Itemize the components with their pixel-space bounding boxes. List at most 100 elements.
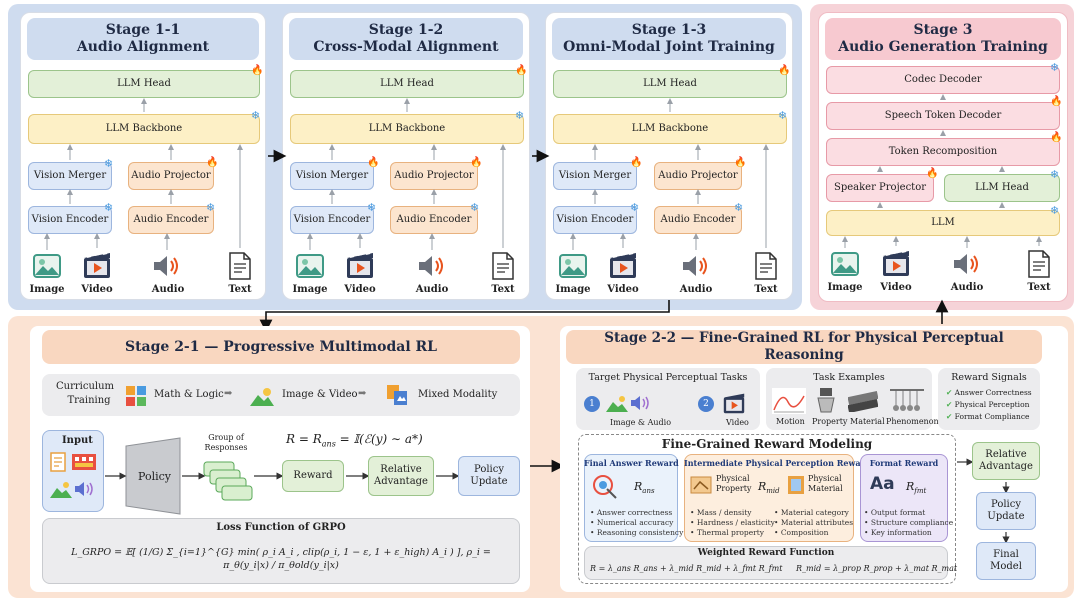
s13-audio-projector: Audio Projector	[654, 162, 742, 190]
stage2-1-title: Stage 2-1 — Progressive Multimodal RL	[42, 330, 520, 364]
arrow-icon: ➡	[224, 388, 233, 399]
snowflake-icon: ❄	[251, 109, 261, 122]
image-label: Image	[827, 282, 863, 293]
signal-answer: ✔ Answer Correctness	[946, 388, 1032, 397]
input-label: Input	[62, 435, 93, 446]
speaker-icon	[154, 256, 178, 276]
signal-format: ✔ Format Compliance	[946, 412, 1030, 421]
s3-codec-decoder: Codec Decoder	[826, 66, 1060, 94]
input-box	[42, 430, 104, 512]
check-icon: ✔	[946, 388, 955, 397]
example-motion: Motion	[776, 417, 805, 426]
text-document-icon	[229, 252, 251, 280]
fire-icon: 🔥	[367, 157, 380, 168]
check-icon: ✔	[946, 400, 955, 409]
mixed-media-icon	[387, 385, 407, 405]
video-icon	[84, 252, 110, 278]
image-label: Image	[292, 284, 328, 295]
far-symbol: Rans	[634, 480, 655, 496]
far-bullets: • Answer correctness • Numerical accurac…	[590, 508, 684, 537]
s12-vision-encoder: Vision Encoder	[290, 206, 374, 234]
s3-llm-head: LLM Head	[944, 174, 1060, 202]
image-label: Image	[29, 284, 65, 295]
signal-perception: ✔ Physical Perception	[946, 400, 1030, 409]
speaker-icon	[75, 482, 93, 496]
font-aa-icon: Aa	[870, 474, 895, 494]
ippr-bullets-right: • Material category • Material attribute…	[774, 508, 854, 537]
landscape-icon	[606, 396, 628, 412]
ippr-symbol: Rmid	[758, 480, 780, 496]
curriculum-strip	[42, 374, 520, 416]
snowflake-icon: ❄	[367, 201, 377, 214]
video-label: Video	[607, 284, 639, 295]
video-label: Video	[880, 282, 912, 293]
fire-icon: 🔥	[734, 157, 747, 168]
landscape-icon	[250, 388, 274, 406]
target-icon	[593, 475, 617, 499]
wrf-right-formula: R_mid = λ_prop R_prop + λ_mat R_mat	[796, 564, 958, 573]
fire-icon: 🔥	[470, 157, 483, 168]
physical-property-icon	[690, 476, 712, 494]
check-icon: ✔	[946, 412, 955, 421]
snowflake-icon: ❄	[630, 201, 640, 214]
s12-llm-head: LLM Head	[290, 70, 524, 98]
speaker-icon	[631, 396, 649, 410]
reward-formula: R = Rans = 𝕀(ℰ(y) ∼ a*)	[286, 432, 423, 449]
s13-llm-head: LLM Head	[553, 70, 787, 98]
text-label: Text	[1027, 282, 1051, 293]
film-icon	[72, 454, 96, 470]
example-property: Property	[812, 417, 848, 426]
stage1-1-card	[20, 12, 266, 300]
task-examples-title: Task Examples	[813, 372, 885, 383]
fire-icon: 🔥	[1050, 132, 1063, 143]
speaker-icon	[954, 254, 978, 274]
audio-label: Audio	[151, 284, 185, 295]
snowflake-icon: ❄	[104, 201, 114, 214]
s11-vision-encoder: Vision Encoder	[28, 206, 112, 234]
math-blocks-icon	[126, 386, 146, 406]
video-icon	[347, 252, 373, 278]
text-label: Text	[228, 284, 252, 295]
text-document-icon	[492, 252, 514, 280]
fire-icon: 🔥	[206, 157, 219, 168]
snowflake-icon: ❄	[206, 201, 216, 214]
speaker-icon	[419, 256, 443, 276]
text-label: Text	[754, 284, 778, 295]
grpo-loss-box	[42, 518, 520, 584]
audio-label: Audio	[679, 284, 713, 295]
curriculum-math: Math & Logic	[154, 389, 224, 400]
fire-icon: 🔥	[926, 168, 939, 179]
material-icon	[848, 390, 878, 412]
physical-material-icon	[788, 476, 804, 494]
audio-label: Audio	[950, 282, 984, 293]
reward-signals-panel	[938, 368, 1040, 430]
snowflake-icon: ❄	[104, 157, 114, 170]
wrf-left-formula: R = λ_ans R_ans + λ_mid R_mid + λ_fmt R_…	[590, 564, 783, 573]
image-label: Image	[555, 284, 591, 295]
task-video: Video	[726, 418, 749, 427]
reward-signals-title: Reward Signals	[951, 372, 1027, 383]
image-icon	[296, 254, 324, 278]
text-document-icon	[755, 252, 777, 280]
target-tasks-title: Target Physical Perceptual Tasks	[588, 372, 748, 383]
s11-audio-projector: Audio Projector	[128, 162, 214, 190]
example-material: Material	[850, 417, 885, 426]
s3-token-recomposition: Token Recomposition	[826, 138, 1060, 166]
task-image-audio: Image & Audio	[610, 418, 672, 427]
fire-icon: 🔥	[1050, 96, 1063, 107]
motion-chart-icon	[772, 388, 806, 414]
image-icon	[559, 254, 587, 278]
video-icon	[883, 250, 909, 276]
fire-icon: 🔥	[630, 157, 643, 168]
video-icon	[723, 393, 745, 414]
ippr-bullets-left: • Mass / density • Hardness / elasticity…	[690, 508, 775, 537]
